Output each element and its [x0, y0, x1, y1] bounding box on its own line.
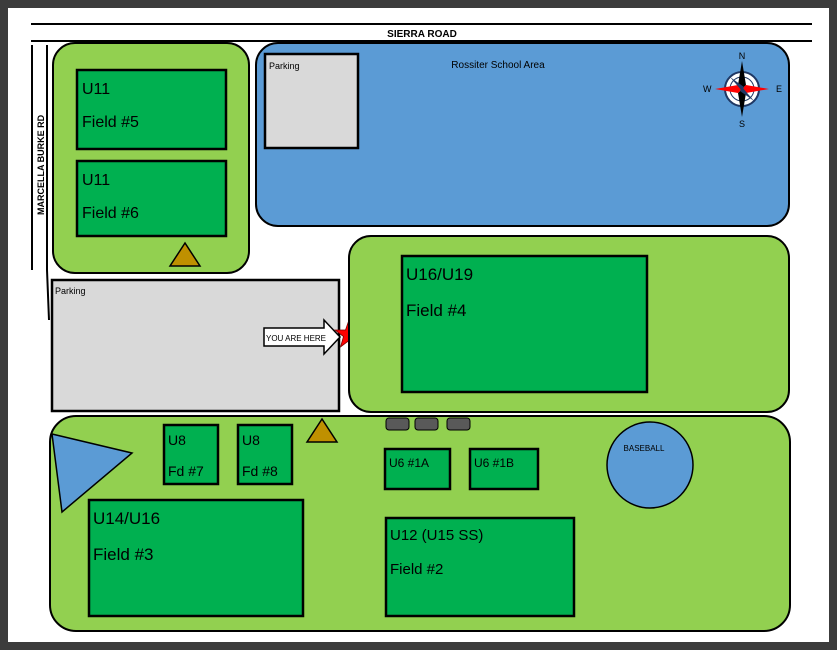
field-3-age: U14/U16: [93, 509, 160, 528]
bench-3: [446, 417, 471, 431]
field-7-age: U8: [168, 432, 186, 448]
compass-e: E: [776, 84, 782, 94]
field-6-name: Field #6: [82, 205, 139, 222]
field-8-name: Fd #8: [242, 463, 278, 479]
field-4[interactable]: [400, 254, 649, 394]
compass-s: S: [739, 119, 745, 129]
field-5-name: Field #5: [82, 114, 139, 131]
marcella-road-line-right: [46, 45, 50, 321]
field-2-name: Field #2: [390, 561, 443, 578]
parking-lower-label: Parking: [55, 286, 86, 296]
compass-w: W: [703, 84, 712, 94]
school-area-label: Rossiter School Area: [451, 60, 545, 71]
sierra-road-label: SIERRA ROAD: [387, 29, 457, 40]
field-2-age: U12 (U15 SS): [390, 527, 483, 544]
field-8-age: U8: [242, 432, 260, 448]
field-3-name: Field #3: [93, 545, 153, 564]
bench-1: [385, 417, 410, 431]
parking-upper-label: Parking: [269, 61, 300, 71]
field-4-name: Field #4: [406, 301, 466, 320]
pond-triangle: [51, 433, 134, 514]
field-5[interactable]: [75, 68, 228, 151]
field-4-age: U16/U19: [406, 265, 473, 284]
field-u6-1a-name: U6 #1A: [389, 456, 429, 470]
you-are-here-label: YOU ARE HERE: [266, 334, 326, 343]
field-6-age: U11: [82, 172, 110, 189]
field-u6-1b[interactable]: [468, 447, 540, 491]
bench-2: [414, 417, 439, 431]
field-u6-1a[interactable]: [383, 447, 452, 491]
parking-upper: [263, 52, 360, 150]
marcella-road-label: MARCELLA BURKE RD: [36, 114, 46, 215]
field-6[interactable]: [75, 159, 228, 238]
field-2[interactable]: [384, 516, 576, 618]
marker-triangle-upper: [168, 241, 202, 267]
you-are-here-arrow-icon: [263, 318, 342, 356]
field-u6-1b-name: U6 #1B: [474, 456, 514, 470]
field-7[interactable]: [162, 423, 220, 486]
field-7-name: Fd #7: [168, 463, 204, 479]
compass-rose-icon: N S E W: [703, 51, 782, 129]
field-3[interactable]: [87, 498, 305, 618]
rossiter-school-area: [255, 42, 790, 227]
baseball-label: BASEBALL: [624, 444, 665, 453]
compass-n: N: [739, 51, 746, 61]
baseball-diamond[interactable]: [606, 421, 694, 509]
benches: [385, 417, 471, 431]
field-8[interactable]: [236, 423, 294, 486]
field-5-age: U11: [82, 81, 110, 98]
marker-triangle-lower: [305, 417, 339, 443]
